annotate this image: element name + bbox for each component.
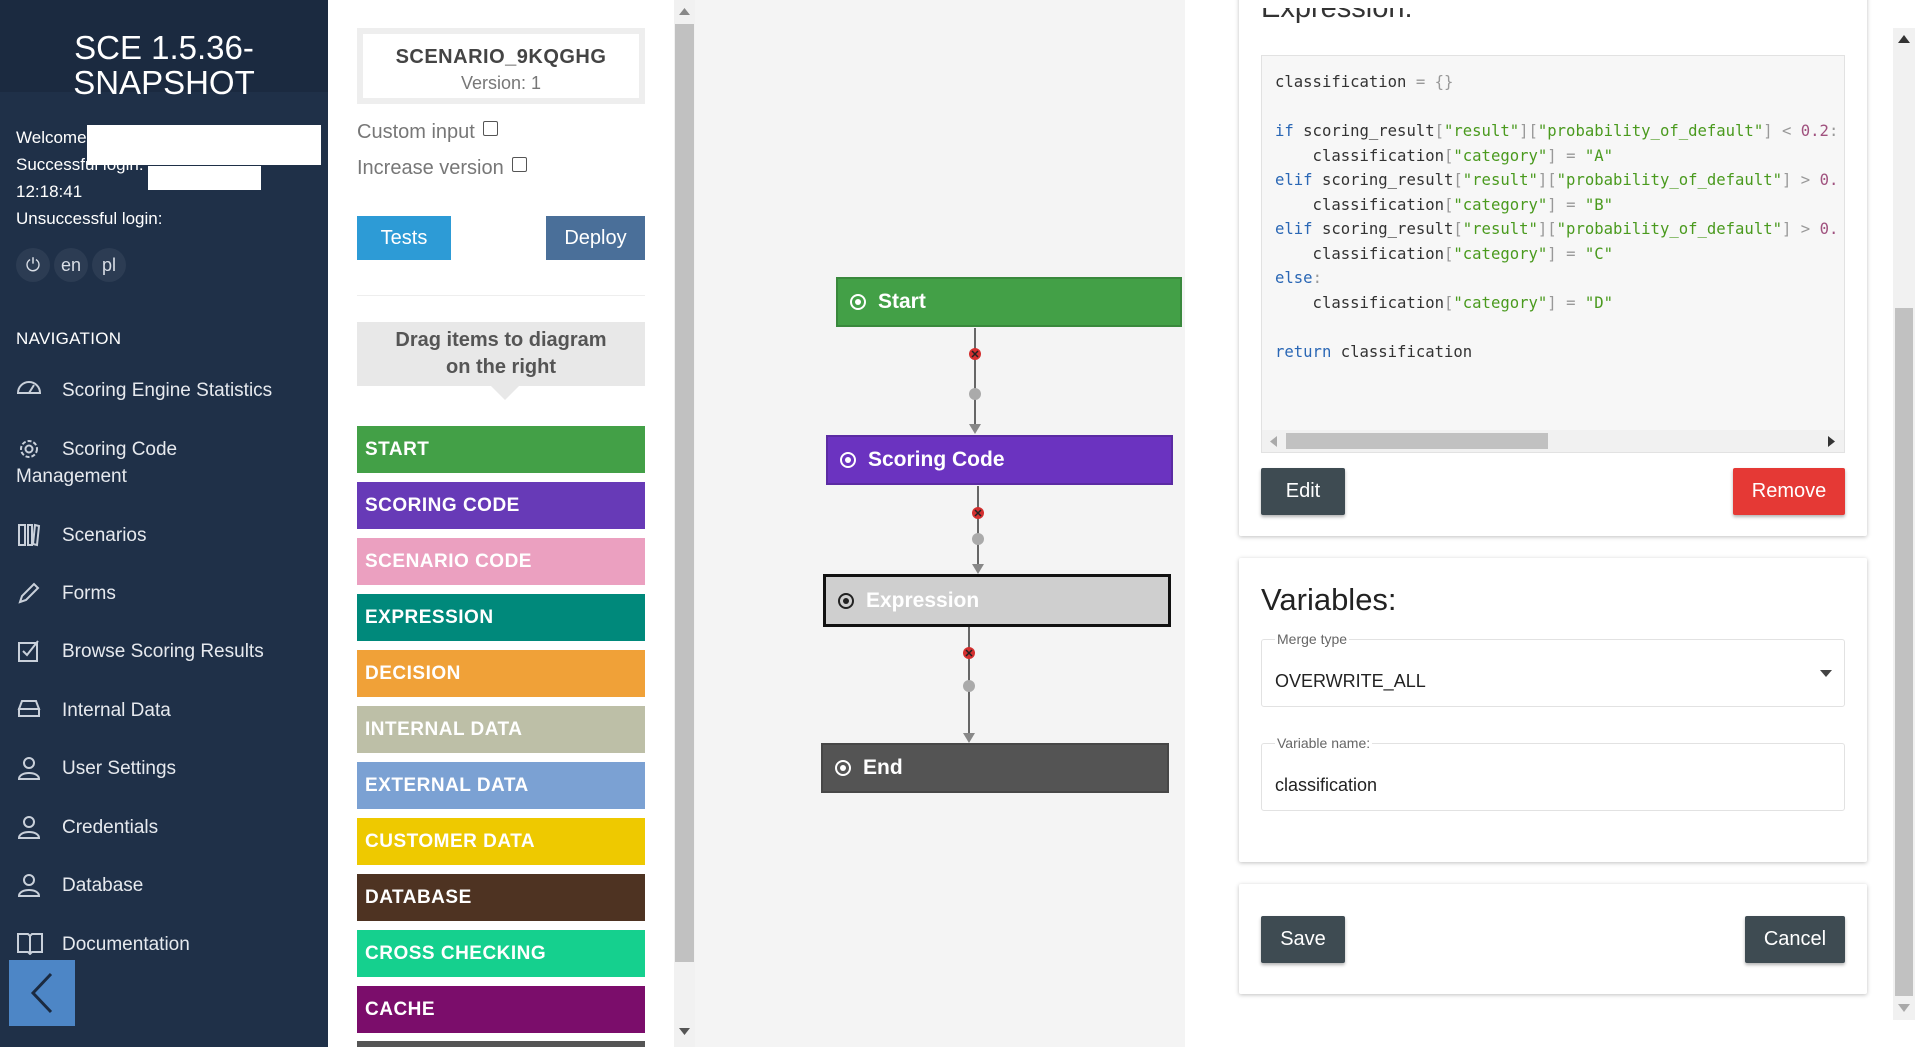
scenario-info: SCENARIO_9KQGHG Version: 1 xyxy=(357,28,645,104)
node-radio-icon xyxy=(840,452,856,468)
node-radio-icon xyxy=(850,294,866,310)
nav-item-user-settings[interactable]: User Settings xyxy=(16,755,316,782)
divider xyxy=(357,295,645,296)
node-radio-icon xyxy=(838,592,854,609)
checkbox-icon xyxy=(16,638,44,672)
scrollbar-thumb[interactable] xyxy=(1895,308,1913,996)
user-icon xyxy=(16,872,44,906)
scroll-up-arrow-icon[interactable] xyxy=(1898,35,1910,43)
palette-item-cache[interactable]: CACHE xyxy=(357,986,645,1033)
palette-item-expression[interactable]: EXPRESSION xyxy=(357,594,645,641)
palette-item-scenario-code[interactable]: SCENARIO CODE xyxy=(357,538,645,585)
expression-code-editor[interactable]: classification = {} if scoring_result["r… xyxy=(1261,55,1845,453)
language-pl-button[interactable]: pl xyxy=(92,248,126,282)
nav-item-forms[interactable]: Forms xyxy=(16,580,316,607)
expression-code: classification = {} if scoring_result["r… xyxy=(1275,73,1839,361)
scroll-down-arrow-icon[interactable] xyxy=(1898,1004,1910,1012)
redacted-username xyxy=(87,125,321,165)
tests-button[interactable]: Tests xyxy=(357,216,451,260)
deploy-button[interactable]: Deploy xyxy=(546,216,645,260)
collapse-sidebar-button[interactable] xyxy=(9,960,75,1026)
chevron-down-icon xyxy=(1820,670,1832,677)
pencil-icon xyxy=(16,580,44,614)
nav-item-scenarios[interactable]: Scenarios xyxy=(16,522,316,549)
palette-item-scoring-code[interactable]: SCORING CODE xyxy=(357,482,645,529)
palette-item-database[interactable]: DATABASE xyxy=(357,874,645,921)
merge-type-select[interactable]: Merge type OVERWRITE_ALL xyxy=(1261,631,1845,707)
scroll-left-arrow-icon[interactable] xyxy=(1270,436,1277,447)
custom-input-checkbox[interactable]: Custom input xyxy=(357,121,498,144)
app-title: SCE 1.5.36- SNAPSHOT xyxy=(0,0,328,100)
cancel-button[interactable]: Cancel xyxy=(1745,916,1845,963)
code-horizontal-scrollbar[interactable] xyxy=(1262,430,1844,452)
palette-item-customer-data[interactable]: CUSTOMER DATA xyxy=(357,818,645,865)
diagram-connectors xyxy=(963,328,984,743)
nav-item-browse-scoring-results[interactable]: Browse Scoring Results xyxy=(16,638,316,665)
palette-item-start[interactable]: START xyxy=(357,426,645,473)
nav-item-documentation[interactable]: Documentation xyxy=(16,931,316,958)
palette-item-cross-checking[interactable]: CROSS CHECKING xyxy=(357,930,645,977)
diagram-canvas[interactable] xyxy=(695,0,1185,1047)
save-button[interactable]: Save xyxy=(1261,916,1345,963)
scenario-name: SCENARIO_9KQGHG xyxy=(395,46,607,68)
variables-card xyxy=(1239,558,1867,862)
quick-icons: ⏻ en pl xyxy=(16,248,126,282)
book-icon xyxy=(16,931,44,963)
chevron-left-icon xyxy=(30,972,53,1014)
welcome-label: Welcome xyxy=(16,128,87,147)
diagram-node-expression[interactable]: Expression xyxy=(823,574,1171,627)
language-en-button[interactable]: en xyxy=(54,248,88,282)
checkbox[interactable] xyxy=(511,157,527,172)
nav-item-scoring-code-management[interactable]: Scoring Code Management xyxy=(16,436,316,490)
nav-item-credentials[interactable]: Credentials xyxy=(16,814,316,841)
checkbox[interactable] xyxy=(482,121,498,136)
variable-name-field[interactable]: Variable name: classification xyxy=(1261,735,1845,811)
increase-version-checkbox[interactable]: Increase version xyxy=(357,157,527,180)
palette-item-decision[interactable]: DECISION xyxy=(357,650,645,697)
scroll-up-arrow-icon[interactable] xyxy=(679,8,690,16)
drive-icon xyxy=(16,697,44,727)
expression-title: Expression: xyxy=(1261,8,1413,24)
palette-item-partial xyxy=(357,1041,645,1047)
palette-item-internal-data[interactable]: INTERNAL DATA xyxy=(357,706,645,753)
node-radio-icon xyxy=(835,760,851,776)
scroll-down-arrow-icon[interactable] xyxy=(679,1028,690,1036)
scenario-version: Version: 1 xyxy=(460,73,542,93)
gear-icon xyxy=(16,436,44,470)
user-icon xyxy=(16,814,44,848)
sidebar: SCE 1.5.36- SNAPSHOT Welcome Successful … xyxy=(0,0,328,1047)
redacted-login-info xyxy=(148,166,261,190)
dashboard-icon xyxy=(16,377,44,405)
scenarios-icon xyxy=(16,522,44,556)
variables-title: Variables: xyxy=(1261,582,1397,617)
page-scrollbar[interactable] xyxy=(1893,28,1915,1020)
remove-button[interactable]: Remove xyxy=(1733,468,1845,515)
scrollbar-thumb[interactable] xyxy=(1286,433,1548,449)
diagram-node-end[interactable]: End xyxy=(821,743,1169,793)
diagram-node-start[interactable]: Start xyxy=(836,277,1182,327)
nav-item-scoring-engine-statistics[interactable]: Scoring Engine Statistics xyxy=(16,377,316,404)
successful-login-time: 12:18:41 xyxy=(16,182,83,201)
power-icon[interactable]: ⏻ xyxy=(16,248,50,282)
nav-item-internal-data[interactable]: Internal Data xyxy=(16,697,316,724)
palette-item-external-data[interactable]: EXTERNAL DATA xyxy=(357,762,645,809)
unsuccessful-login-label: Unsuccessful login: xyxy=(16,209,163,228)
user-icon xyxy=(16,755,44,789)
drag-hint: Drag items to diagram on the right xyxy=(357,322,645,400)
palette-scrollbar[interactable] xyxy=(674,0,695,1047)
nav-item-database[interactable]: Database xyxy=(16,872,316,899)
edit-button[interactable]: Edit xyxy=(1261,468,1345,515)
nav-heading: NAVIGATION xyxy=(16,329,122,348)
scrollbar-thumb[interactable] xyxy=(675,24,694,962)
diagram-node-scoring-code[interactable]: Scoring Code xyxy=(826,435,1173,485)
scroll-right-arrow-icon[interactable] xyxy=(1828,436,1835,447)
